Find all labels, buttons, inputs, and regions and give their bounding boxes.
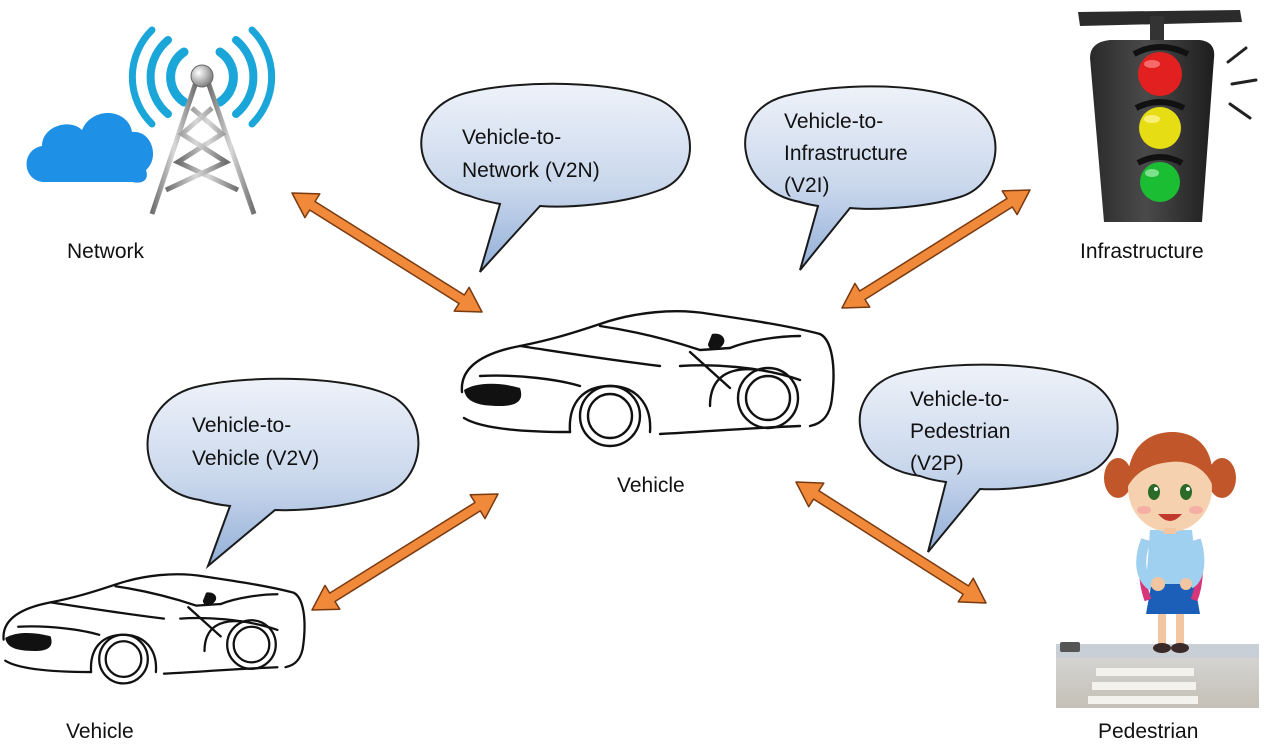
arrow-vehicle-vehicle bbox=[311, 493, 499, 611]
cell-tower-with-cloud-icon bbox=[26, 26, 276, 215]
link-arrows bbox=[291, 189, 1031, 611]
v2n-bubble bbox=[420, 82, 691, 273]
girl-on-crosswalk-icon bbox=[1056, 432, 1259, 708]
v2p-bubble-line3: (V2P) bbox=[910, 452, 964, 475]
sports-car-icon bbox=[2, 573, 306, 685]
network-label: Network bbox=[67, 240, 145, 263]
v2i-bubble-line2: Infrastructure bbox=[784, 142, 908, 165]
v2i-bubble bbox=[744, 85, 997, 271]
vehicle-left-label: Vehicle bbox=[66, 720, 134, 743]
infrastructure-label: Infrastructure bbox=[1080, 240, 1204, 263]
v2v-bubble-line2: Vehicle (V2V) bbox=[192, 447, 319, 470]
v2v-bubble bbox=[146, 377, 420, 570]
pedestrian-label: Pedestrian bbox=[1098, 720, 1198, 743]
traffic-light-icon bbox=[1078, 10, 1258, 222]
v2n-bubble-line1: Vehicle-to- bbox=[462, 126, 561, 149]
vehicle-center-label: Vehicle bbox=[617, 474, 685, 497]
v2v-bubble-line1: Vehicle-to- bbox=[192, 414, 291, 437]
arrow-infrastructure-vehicle bbox=[841, 189, 1031, 309]
v2p-bubble-line2: Pedestrian bbox=[910, 420, 1010, 443]
arrow-network-vehicle bbox=[291, 192, 483, 313]
v2n-bubble-line2: Network (V2N) bbox=[462, 159, 600, 182]
v2i-bubble-line3: (V2I) bbox=[784, 174, 830, 197]
diagram-labels: Vehicle-to- Network (V2N) Vehicle-to- In… bbox=[66, 110, 1204, 743]
arrow-vehicle-pedestrian bbox=[795, 481, 987, 604]
v2p-bubble bbox=[858, 363, 1119, 553]
v2p-bubble-line1: Vehicle-to- bbox=[910, 388, 1009, 411]
sports-car-icon bbox=[460, 310, 835, 448]
v2i-bubble-line1: Vehicle-to- bbox=[784, 110, 883, 133]
